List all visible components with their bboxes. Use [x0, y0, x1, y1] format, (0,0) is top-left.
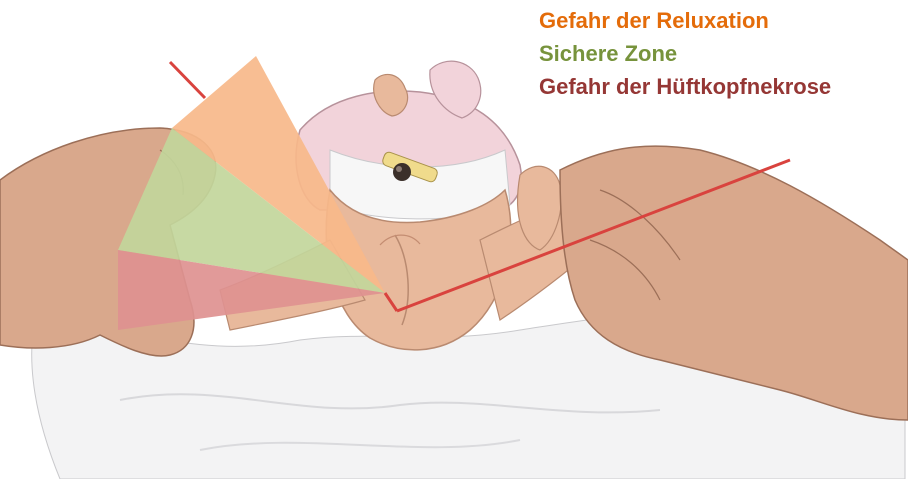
legend-item-reluxation: Gefahr der Reluxation — [539, 4, 831, 37]
legend-item-necrosis: Gefahr der Hüftkopfnekrose — [539, 70, 831, 103]
legend-item-safe-zone: Sichere Zone — [539, 37, 831, 70]
legend: Gefahr der Reluxation Sichere Zone Gefah… — [539, 4, 831, 103]
left-reference-line — [170, 62, 205, 98]
